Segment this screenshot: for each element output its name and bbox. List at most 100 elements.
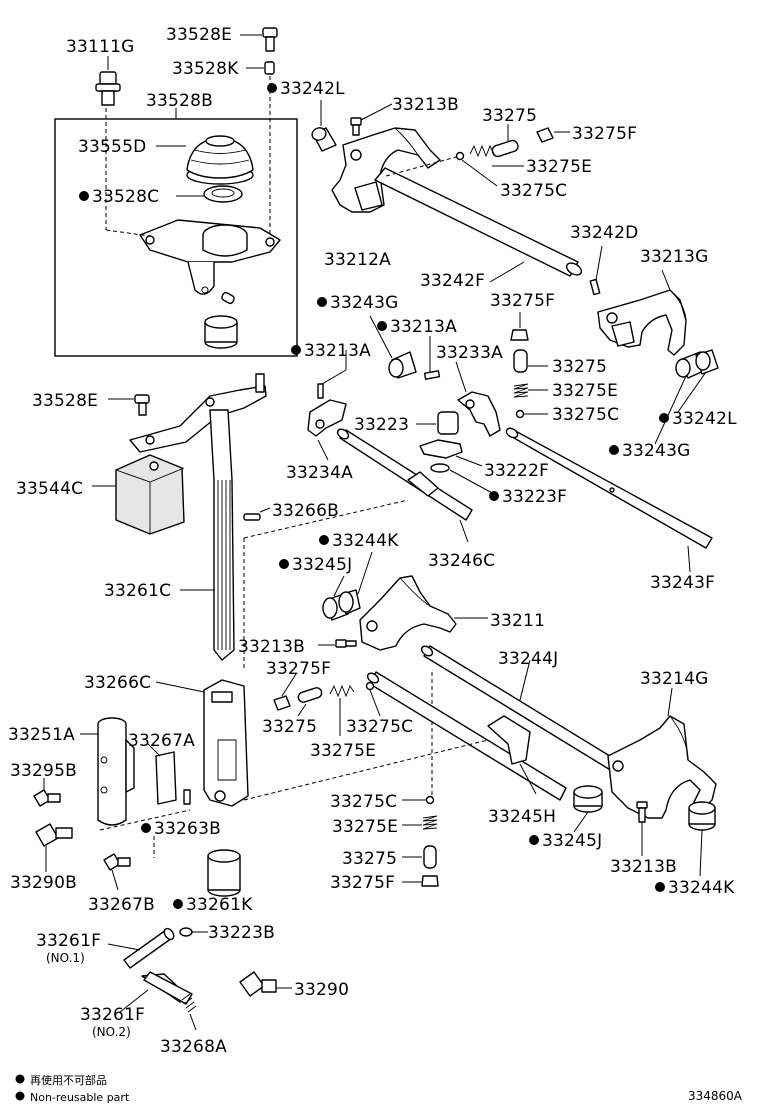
part-label: 33111G bbox=[66, 37, 134, 57]
pin-33261f-no1 bbox=[123, 927, 175, 969]
nonreusable-dot-icon bbox=[529, 835, 539, 845]
nonreusable-dot-icon bbox=[15, 1091, 25, 1101]
part-label: 33275F bbox=[330, 873, 395, 893]
part-label: 33275 bbox=[552, 357, 607, 377]
part-label: 33290 bbox=[294, 980, 349, 1000]
nonreusable-dot-icon bbox=[655, 882, 665, 892]
part-label: 33244K bbox=[332, 531, 399, 551]
part-label: 33213A bbox=[304, 341, 371, 361]
part-label: 33275C bbox=[552, 405, 619, 425]
boot-33555d bbox=[186, 135, 254, 185]
bushing-33261k bbox=[207, 849, 241, 897]
part-label: 33243G bbox=[622, 441, 690, 461]
part-label: 33275E bbox=[552, 381, 618, 401]
part-label: 33213B bbox=[610, 857, 677, 877]
part-label: 33243G bbox=[330, 293, 398, 313]
shift-rod-33245h bbox=[366, 671, 567, 801]
bushing-33242l-top bbox=[311, 127, 337, 152]
part-label: 33246C bbox=[428, 551, 495, 571]
part-label: 33295B bbox=[10, 761, 77, 781]
legend-english: Non-reusable part bbox=[30, 1091, 130, 1104]
sublabel-no1: (NO.1) bbox=[46, 951, 85, 965]
nonreusable-dot-icon bbox=[609, 445, 619, 455]
part-label: 33243F bbox=[650, 573, 715, 593]
part-label: 33528E bbox=[166, 25, 232, 45]
bolt-33295b bbox=[33, 789, 61, 807]
part-label: 33266C bbox=[84, 673, 151, 693]
nonreusable-dot-icon bbox=[173, 899, 183, 909]
part-label: 33267A bbox=[128, 731, 195, 751]
part-drawings bbox=[33, 27, 719, 1031]
part-label: 33213B bbox=[238, 637, 305, 657]
part-label: 33244J bbox=[498, 649, 558, 669]
part-label: 33261F bbox=[36, 931, 101, 951]
part-label: 33275C bbox=[346, 717, 413, 737]
shift-fork-33211 bbox=[359, 575, 457, 651]
shaft-33261c bbox=[209, 409, 235, 661]
shift-fork-33213g bbox=[597, 289, 687, 356]
bushing-lower bbox=[204, 315, 238, 349]
part-label: 33555D bbox=[78, 137, 146, 157]
part-label: 33528K bbox=[172, 59, 239, 79]
spring-33267a bbox=[155, 751, 177, 805]
nonreusable-dot-icon bbox=[279, 559, 289, 569]
part-label: 33242D bbox=[570, 223, 638, 243]
part-label: 33266B bbox=[272, 501, 339, 521]
nonreusable-dot-icon bbox=[377, 321, 387, 331]
bushing-pair-right bbox=[675, 349, 719, 379]
lever-33234a bbox=[307, 399, 347, 437]
part-label: 33251A bbox=[8, 725, 75, 745]
bushing-33243g bbox=[388, 351, 417, 379]
inner-lever-33266c bbox=[203, 679, 249, 807]
part-label: 33290B bbox=[10, 873, 77, 893]
part-label: 33222F bbox=[484, 461, 549, 481]
part-label: 33223 bbox=[354, 415, 409, 435]
shift-rod-33243f bbox=[505, 427, 713, 549]
part-label: 33213B bbox=[392, 95, 459, 115]
part-label: 33268A bbox=[160, 1037, 227, 1057]
part-label: 33275 bbox=[482, 106, 537, 126]
part-labels: 33111G 33528E 33528K 33242L 33528B 33213… bbox=[8, 25, 737, 1057]
nonreusable-dot-icon bbox=[489, 491, 499, 501]
shift-lever-plate bbox=[139, 219, 281, 295]
part-label: 33275F bbox=[490, 291, 555, 311]
bolt-33111g bbox=[95, 71, 121, 106]
part-label: 33528C bbox=[92, 187, 159, 207]
part-label: 33223F bbox=[502, 487, 567, 507]
part-label: 33242L bbox=[280, 79, 345, 99]
nonreusable-dot-icon bbox=[291, 345, 301, 355]
part-label: 33528B bbox=[146, 91, 213, 111]
lever-33233a bbox=[457, 391, 501, 437]
shift-fork-33214g bbox=[607, 715, 717, 819]
part-label: 33544C bbox=[16, 479, 83, 499]
nonreusable-dot-icon bbox=[141, 823, 151, 833]
part-label: 33212A bbox=[324, 250, 391, 270]
shift-lever-bracket bbox=[129, 373, 267, 453]
part-label: 33234A bbox=[286, 463, 353, 483]
part-label: 33245H bbox=[488, 807, 556, 827]
nonreusable-dot-icon bbox=[79, 191, 89, 201]
nonreusable-dot-icon bbox=[659, 413, 669, 423]
part-label: 33275E bbox=[310, 741, 376, 761]
sublabel-no2: (NO.2) bbox=[92, 1025, 131, 1039]
bushing-pair-33245j bbox=[322, 589, 361, 621]
shift-rod-33242f bbox=[374, 167, 583, 277]
part-label: 33233A bbox=[436, 343, 503, 363]
part-label: 33275F bbox=[572, 124, 637, 144]
legend-japanese: 再使用不可部品 bbox=[30, 1073, 107, 1087]
part-label: 33261F bbox=[80, 1005, 145, 1025]
part-label: 33245J bbox=[542, 831, 602, 851]
part-label: 33261C bbox=[104, 581, 171, 601]
bushing-33244k-bot bbox=[688, 801, 716, 831]
part-label: 33223B bbox=[208, 923, 275, 943]
part-label: 33242F bbox=[420, 271, 485, 291]
bolt-33267b bbox=[103, 853, 131, 871]
cover-33544c bbox=[115, 454, 185, 535]
part-label: 33275C bbox=[330, 792, 397, 812]
part-label: 33275 bbox=[262, 717, 317, 737]
part-label: 33245J bbox=[292, 555, 352, 575]
shift-fork-33212a bbox=[331, 127, 441, 213]
part-label: 33242L bbox=[672, 409, 737, 429]
legend: 再使用不可部品 Non-reusable part bbox=[15, 1073, 130, 1104]
